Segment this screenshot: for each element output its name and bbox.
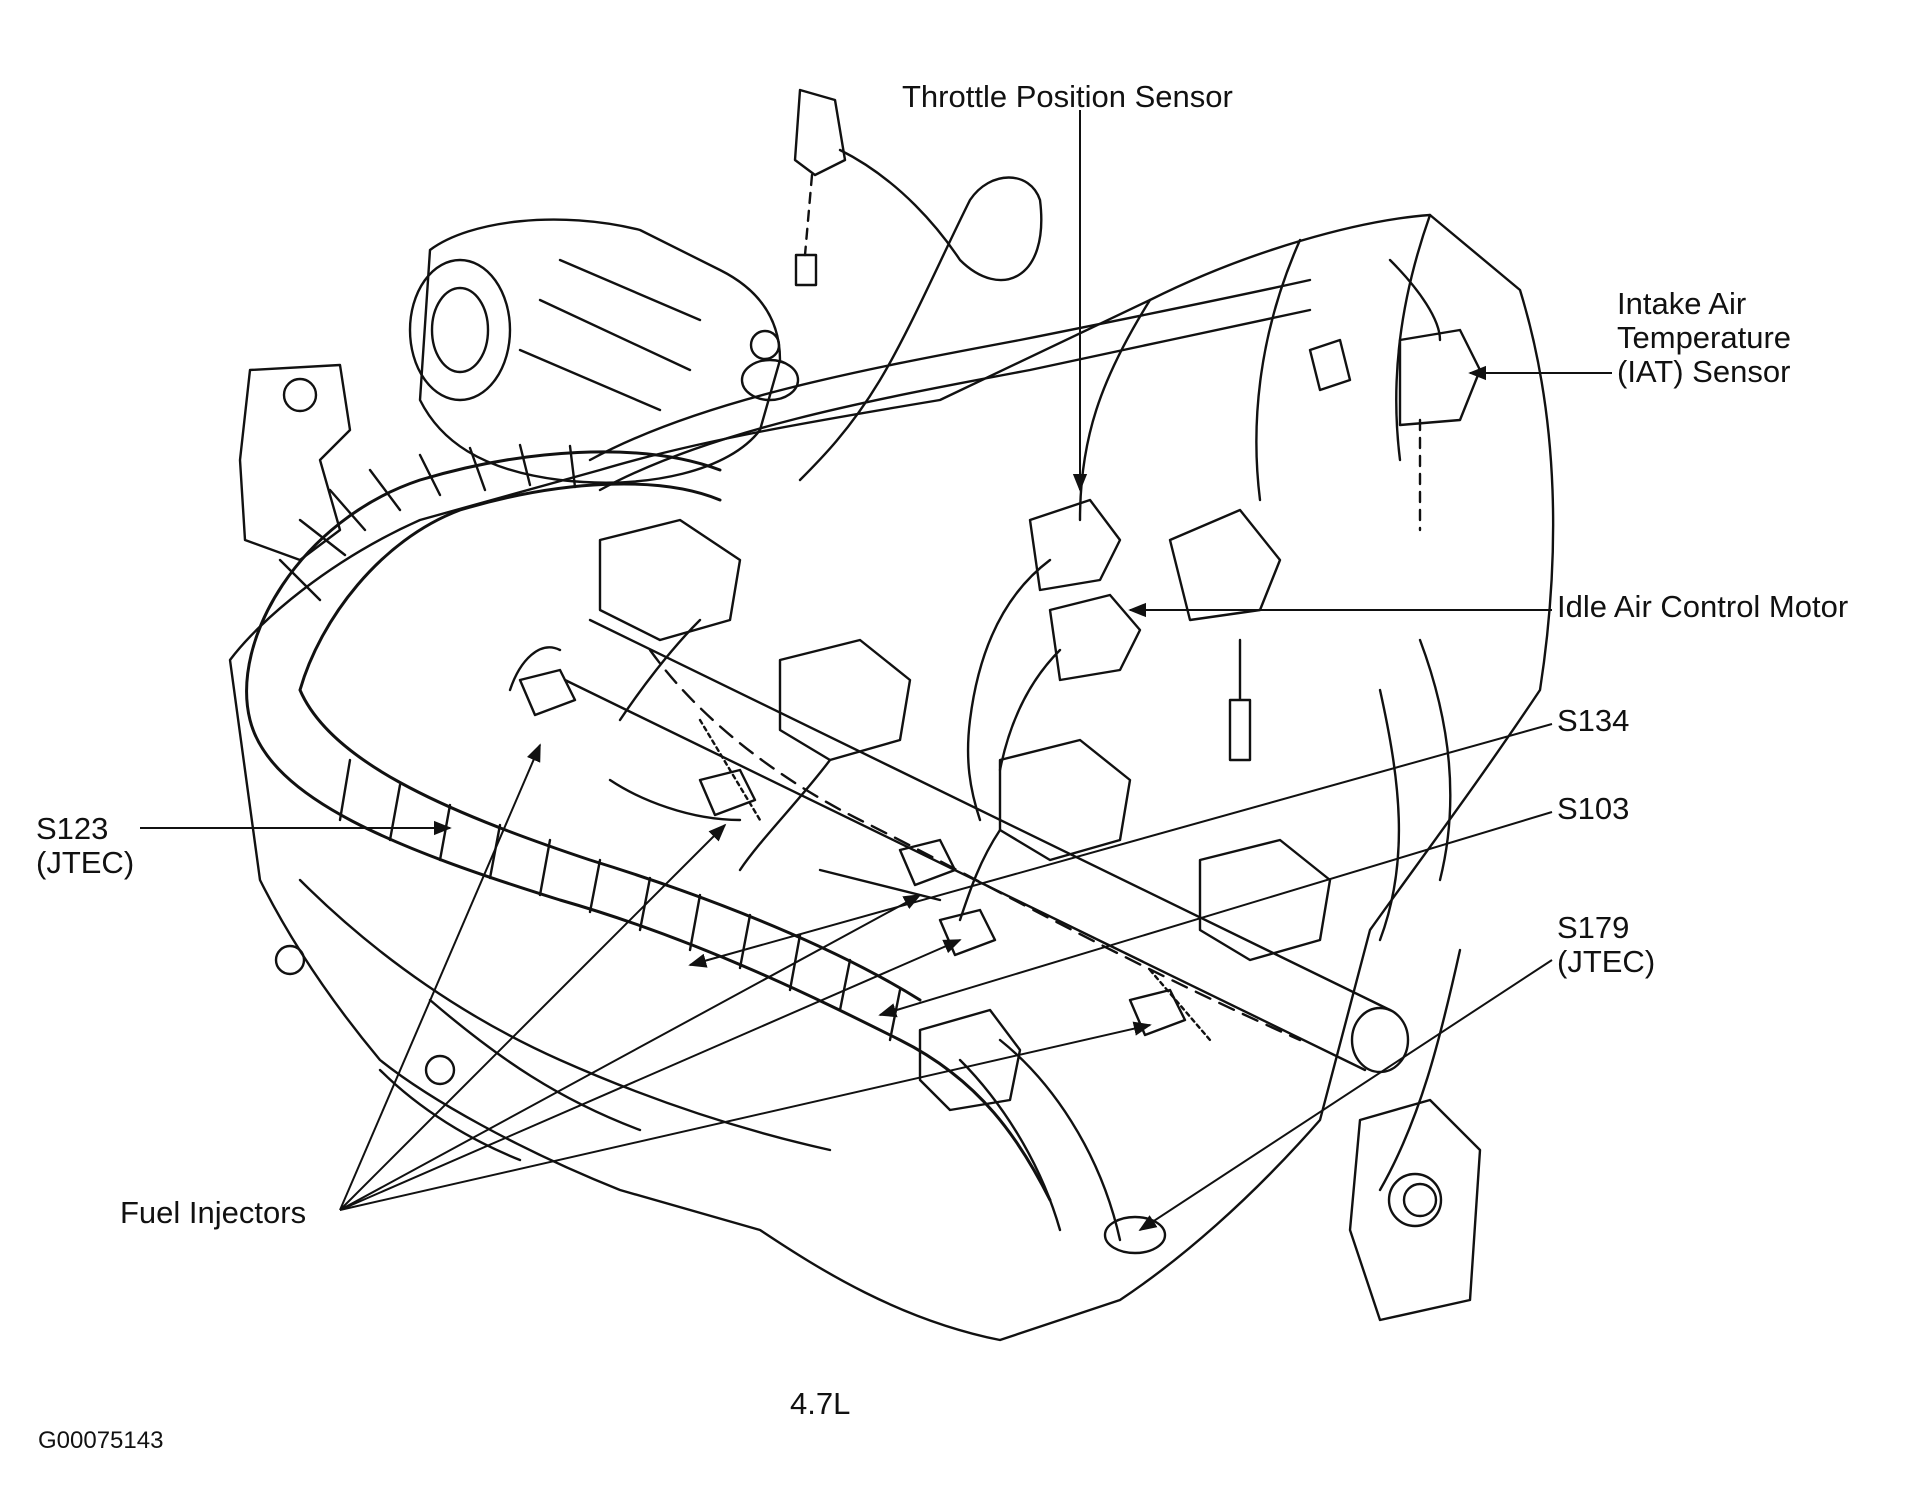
bolt-3 — [1402, 1182, 1438, 1218]
leader-s103 — [878, 811, 1553, 1018]
left-bracket — [238, 363, 352, 562]
battery-cable — [798, 148, 1043, 482]
harness-lower-branch — [958, 1038, 1122, 1242]
leader-fuel-1 — [339, 743, 541, 1211]
left-bracket-hole — [282, 377, 318, 413]
leader-s179 — [1138, 959, 1553, 1231]
engine-linework — [228, 88, 1555, 1342]
cable-dashed-link — [803, 173, 814, 257]
right-bracket — [1348, 1098, 1482, 1322]
alternator-pulley-inner — [430, 286, 490, 374]
fuel-rail — [563, 618, 1392, 1072]
tps-sensor — [1028, 498, 1122, 592]
iat-label-line-2: Temperature — [1617, 320, 1792, 355]
manifold-outline — [228, 213, 1555, 1342]
bolt-1 — [424, 1054, 456, 1086]
leader-fuel-3 — [339, 894, 922, 1211]
figure-code-label: G00075143 — [38, 1427, 164, 1454]
iat-wire — [1388, 258, 1442, 342]
harness-main — [245, 450, 1052, 1202]
fuel-rail-end — [1350, 1006, 1410, 1074]
tps-wire — [966, 558, 1052, 822]
right-bracket-hole — [1387, 1172, 1443, 1228]
fuel-injectors-label: Fuel Injectors — [120, 1195, 307, 1230]
throttle-body — [1168, 508, 1282, 622]
harness-upper — [588, 278, 1312, 492]
leader-lines — [140, 110, 1612, 1231]
iat-label-line-3: (IAT) Sensor — [1617, 354, 1791, 389]
alternator-pulley — [408, 258, 512, 402]
throttle-position-sensor-label: Throttle Position Sensor — [902, 79, 1233, 114]
idle-air-control-motor-label: Idle Air Control Motor — [1557, 589, 1849, 624]
s103-label: S103 — [1557, 791, 1630, 826]
rail-centerline — [648, 648, 1302, 1042]
alternator-mount — [740, 358, 800, 402]
manifold-rib-upper — [1078, 213, 1432, 522]
harness-end — [1103, 1215, 1167, 1255]
iac-wire — [998, 648, 1062, 772]
injector-connector-3 — [898, 838, 957, 887]
leader-fuel-5 — [339, 1021, 1152, 1211]
leader-fuel-4 — [339, 939, 962, 1211]
cable-boot — [793, 88, 847, 177]
injector-5 — [918, 1008, 1022, 1112]
s123-label-line-2: (JTEC) — [36, 845, 135, 880]
manifold-runner-right — [1378, 638, 1462, 1192]
alternator-terminal — [749, 329, 781, 361]
s179-label: S179 (JTEC) — [1557, 911, 1655, 979]
engine-size-label: 4.7L — [790, 1386, 851, 1421]
terminal-stud — [794, 253, 818, 287]
harness-wraps — [278, 443, 902, 1042]
s179-label-line-2: (JTEC) — [1557, 944, 1656, 979]
stud-1 — [698, 718, 762, 822]
s179-label-line-1: S179 — [1557, 910, 1630, 945]
iat-sensor — [1398, 328, 1482, 427]
s134-label: S134 — [1557, 703, 1630, 738]
injector-wiring — [508, 618, 1002, 922]
iat-label-line-1: Intake Air — [1617, 286, 1747, 321]
s123-label-line-1: S123 — [36, 811, 109, 846]
iac-motor — [1048, 593, 1142, 682]
iat-sensor-label: Intake Air Temperature (IAT) Sensor — [1617, 287, 1791, 389]
injector-1 — [598, 518, 742, 642]
s123-label: S123 (JTEC) — [36, 812, 134, 880]
iac-shaft — [1228, 638, 1252, 762]
bolt-2 — [274, 944, 306, 976]
stud-2 — [1148, 968, 1212, 1042]
alternator-detail — [518, 258, 702, 412]
iat-port — [1308, 338, 1352, 392]
injector-connector-1 — [518, 668, 577, 717]
leader-s134 — [688, 723, 1553, 968]
injector-3 — [998, 738, 1132, 862]
injector-2 — [778, 638, 912, 762]
leader-fuel-2 — [339, 823, 727, 1211]
injector-connector-4 — [938, 908, 997, 957]
injector-connector-2 — [698, 768, 757, 817]
injector-4 — [1198, 838, 1332, 962]
alternator-body — [418, 218, 782, 484]
